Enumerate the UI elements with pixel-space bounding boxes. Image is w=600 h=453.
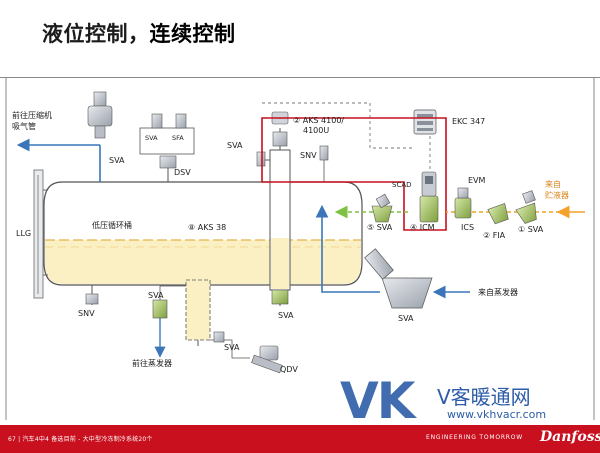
- label-suction-line: 吸气管: [12, 121, 36, 131]
- label-sva-column: SVA: [227, 141, 243, 150]
- label-qdv: QDV: [280, 365, 298, 374]
- ekc347-controller: [413, 109, 437, 135]
- label-sva1: ① SVA: [518, 225, 544, 234]
- bottom-drain: [210, 331, 283, 374]
- label-snv-top: SNV: [300, 151, 317, 160]
- footer-left-text: 67 | 汽车4中4 备选目前 - 大中型冷冻制冷系统20个: [8, 436, 153, 443]
- label-aks38: ⑧ AKS 38: [188, 223, 226, 232]
- fia-filter: [487, 203, 509, 225]
- watermark-url: www.vkhvacr.com: [447, 408, 547, 421]
- control-loop-boundary: [261, 117, 447, 231]
- label-sfa-box: SFA: [172, 134, 184, 142]
- label-scad: SCAD: [392, 181, 412, 189]
- snv-bottom-valve: [85, 285, 99, 305]
- label-evm: EVM: [468, 176, 486, 185]
- label-dsv: DSV: [174, 168, 191, 177]
- label-aks4100u: 4100U: [303, 126, 329, 135]
- label-sva-suction: SVA: [109, 156, 125, 165]
- label-to-compressor: 前往压缩机: [12, 110, 52, 120]
- label-icm: ④ ICM: [410, 223, 435, 232]
- footer-bar: [0, 425, 600, 453]
- label-sva-box: SVA: [145, 134, 158, 142]
- sva1-valve: [515, 190, 537, 224]
- label-llg: LLG: [16, 229, 31, 238]
- label-from-evaporator: 来自蒸发器: [478, 287, 518, 297]
- pump-outlet: [152, 279, 211, 358]
- label-sva-pump: SVA: [148, 291, 164, 300]
- footer-tagline: ENGINEERING TOMORROW: [426, 434, 524, 441]
- title-accent: 连续控制: [149, 22, 236, 46]
- label-from-receiver: 来自: [545, 179, 561, 189]
- label-aks4100: ② AKS 4100/: [293, 116, 344, 125]
- snv-top-valve: [319, 145, 329, 182]
- label-sva-column-bottom: SVA: [278, 311, 294, 320]
- label-ekc347: EKC 347: [452, 117, 485, 126]
- label-separator: 低压循环桶: [92, 220, 132, 230]
- label-sva5: ⑤ SVA: [367, 223, 393, 232]
- icm-valve: [419, 171, 439, 223]
- label-sva-return: SVA: [398, 314, 414, 323]
- label-receiver: 贮液器: [545, 190, 569, 200]
- watermark-logo: VK: [340, 372, 415, 430]
- suction-valve-stack: [87, 91, 113, 139]
- suction-line: [16, 138, 101, 182]
- signal-lines: [262, 102, 431, 172]
- watermark-name: V客暖通网: [437, 385, 531, 409]
- brand-logo: Danfoss: [540, 429, 600, 445]
- label-ics: ICS: [461, 223, 474, 232]
- title-main: 液位控制，: [42, 22, 150, 46]
- separator-vessel: [43, 181, 363, 286]
- top-divider: [0, 77, 600, 78]
- page-title: 液位控制，连续控制: [42, 18, 236, 48]
- column-bottom-valve: [271, 289, 289, 306]
- sva5-valve: [371, 193, 393, 223]
- evaporator-return-line: [315, 204, 470, 299]
- ics-valve: [454, 187, 472, 219]
- safety-valve-group: [139, 113, 195, 182]
- label-fia: ② FIA: [483, 231, 506, 240]
- llg-gauge: [33, 169, 48, 299]
- sva-return-valve: [364, 248, 433, 309]
- level-column: [256, 128, 291, 291]
- label-snv-bottom: SNV: [78, 309, 95, 318]
- label-to-evaporator: 前往蒸发器: [132, 358, 172, 368]
- label-sva-bottom: SVA: [224, 343, 240, 352]
